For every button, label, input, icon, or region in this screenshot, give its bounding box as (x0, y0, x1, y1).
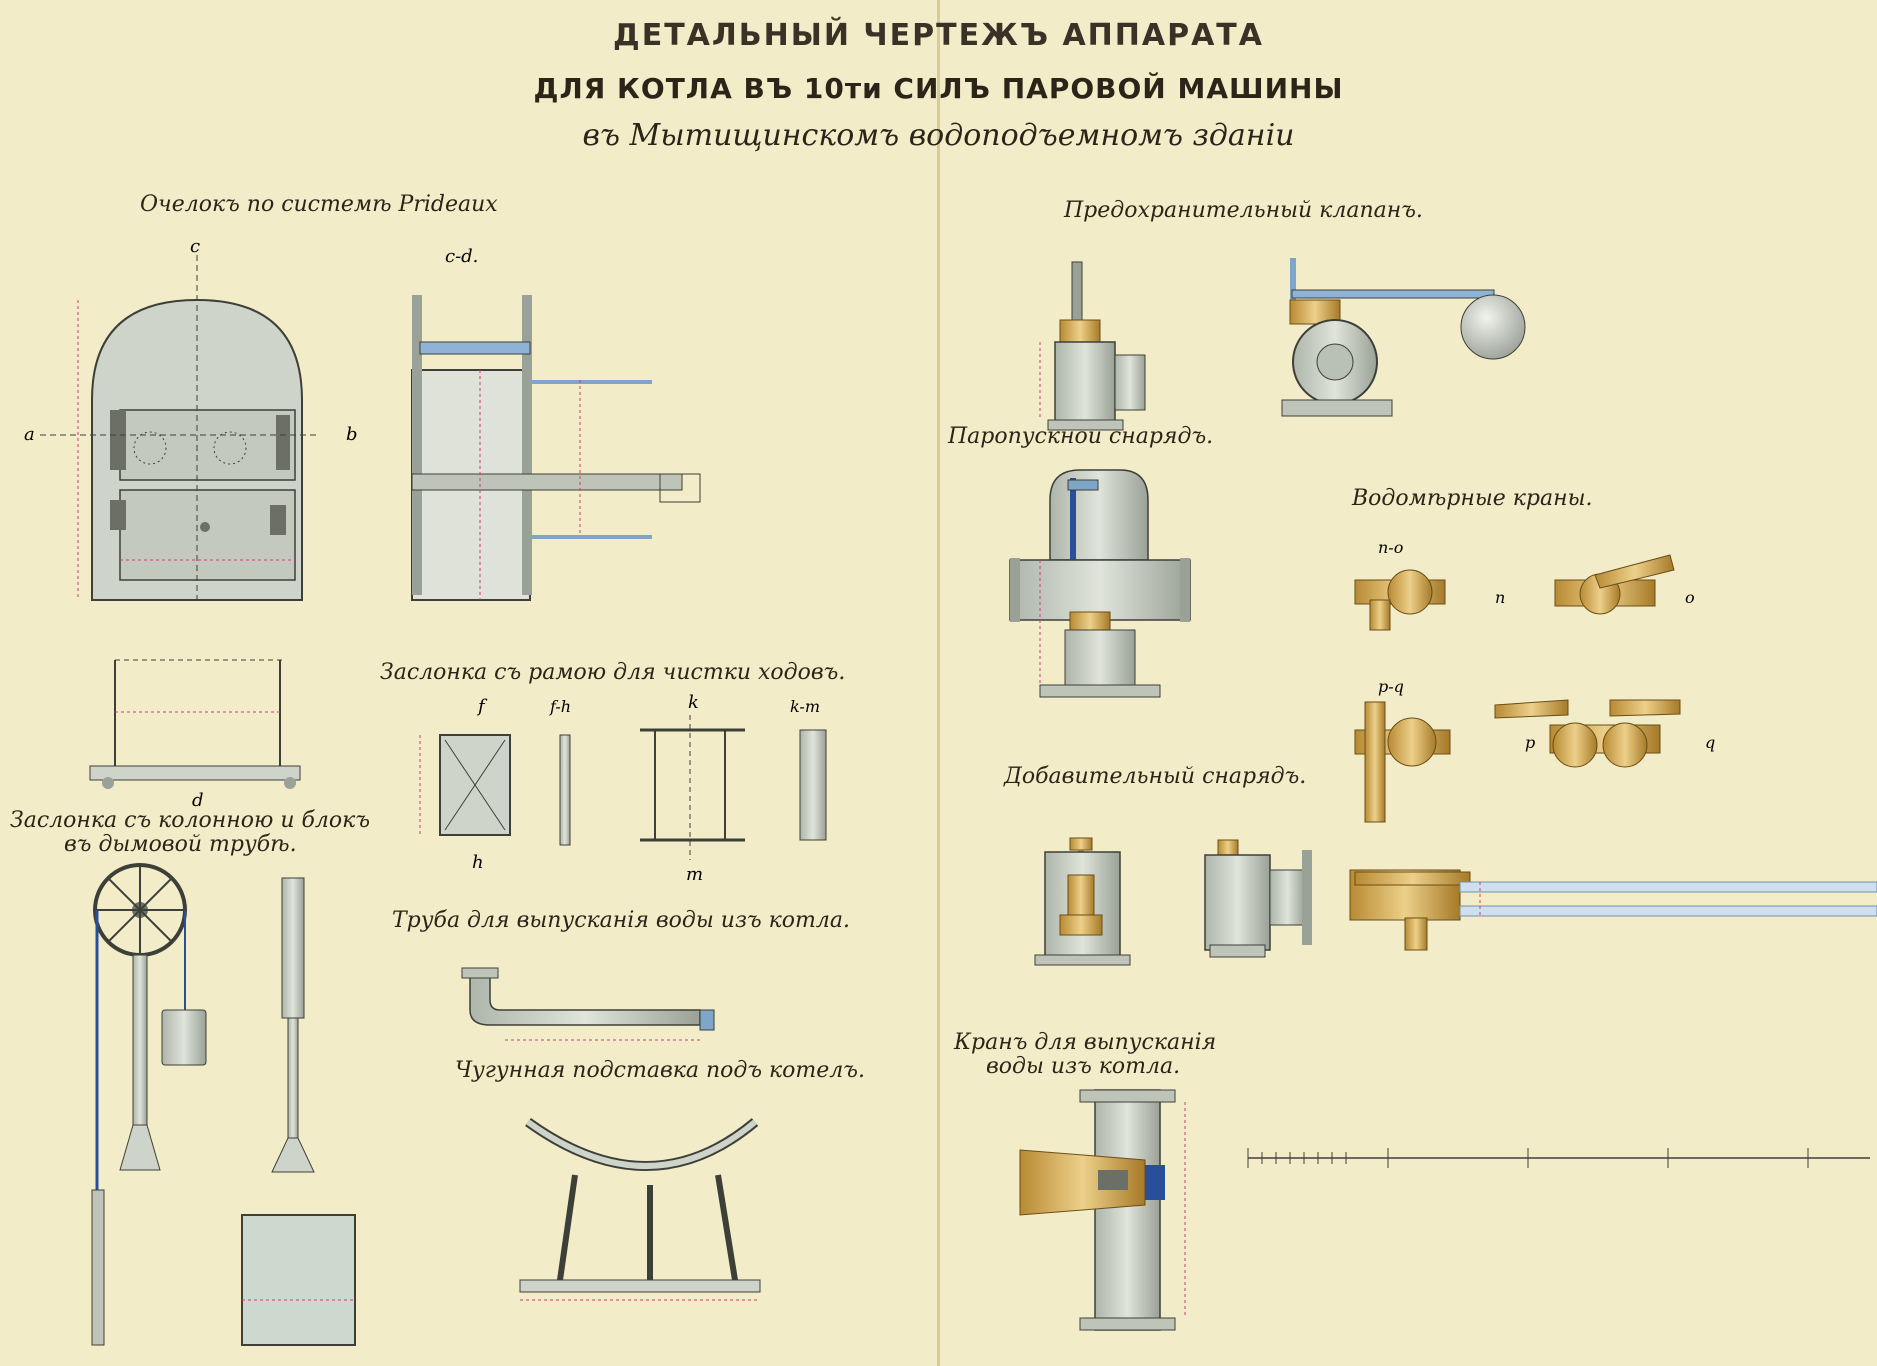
label-km: k-m (790, 697, 820, 716)
caption-vodomernye: Водомѣрные краны. (1352, 486, 1593, 511)
caption-dobavitelny: Добавительный снарядъ. (1004, 764, 1307, 789)
firebox-front-view: c a b (24, 236, 358, 601)
label-b: b (346, 424, 358, 445)
label-pq: p-q (1378, 677, 1404, 696)
caption-zaslonka-kolonnoyu-2: въ дымовой трубѣ. (64, 832, 297, 857)
label-o: o (1685, 588, 1695, 607)
boiler-stand (519, 1117, 761, 1301)
water-gauge-cock-no: n-o n o (1354, 538, 1695, 631)
label-k: k (688, 692, 699, 713)
blow-off-cock (1019, 1089, 1186, 1331)
damper-with-frame: f f-h k k-m h m (419, 692, 827, 885)
feed-valve (1034, 837, 1312, 966)
steam-stop-valve (1009, 469, 1191, 698)
label-a: a (24, 424, 35, 445)
caption-ochelok: Очелокъ по системѣ Prideaux (140, 192, 498, 217)
label-h: h (472, 852, 484, 873)
title-line-2: ДЛЯ КОТЛА ВЪ 10ти СИЛЪ ПАРОВОЙ МАШИНЫ (533, 72, 1344, 105)
caption-zaslonka-kolonnoyu-1: Заслонка съ колонною и блокъ (10, 808, 370, 833)
caption-kran-2: воды изъ котла. (986, 1054, 1181, 1079)
label-d: d (192, 790, 204, 811)
label-cd: c-d. (445, 246, 478, 267)
title-line-3: въ Мытищинскомъ водоподъемномъ зданіи (582, 118, 1295, 153)
caption-truba: Труба для выпусканія воды изъ котла. (392, 908, 850, 933)
label-n: n (1495, 588, 1505, 607)
caption-kran-1: Кранъ для выпусканія (954, 1030, 1217, 1055)
safety-valve (1039, 258, 1526, 431)
page-fold (937, 0, 940, 1366)
caption-podstavka: Чугунная подставка подъ котелъ. (455, 1058, 865, 1083)
water-gauge-tube (1349, 869, 1877, 951)
scale-bar (1247, 1148, 1870, 1168)
label-no: n-o (1378, 538, 1403, 557)
label-m: m (686, 864, 703, 885)
firebox-section-cd: c-d. (411, 246, 701, 601)
drain-pipe (461, 967, 715, 1041)
damper-pulley-column (91, 863, 356, 1346)
water-gauge-cock-pq: p-q p q (1354, 677, 1715, 823)
label-p: p (1525, 733, 1535, 752)
title-line-1: ДЕТАЛЬНЫЙ ЧЕРТЕЖЪ АППАРАТА (613, 18, 1264, 53)
damper-frame-top-view: d (89, 659, 301, 811)
label-c: c (190, 236, 200, 257)
label-q: q (1705, 733, 1715, 752)
caption-zaslonka-ramoyu: Заслонка съ рамою для чистки ходовъ. (380, 660, 846, 685)
label-f: f (476, 696, 488, 717)
label-fh: f-h (549, 697, 571, 716)
caption-klapan: Предохранительный клапанъ. (1064, 198, 1423, 223)
